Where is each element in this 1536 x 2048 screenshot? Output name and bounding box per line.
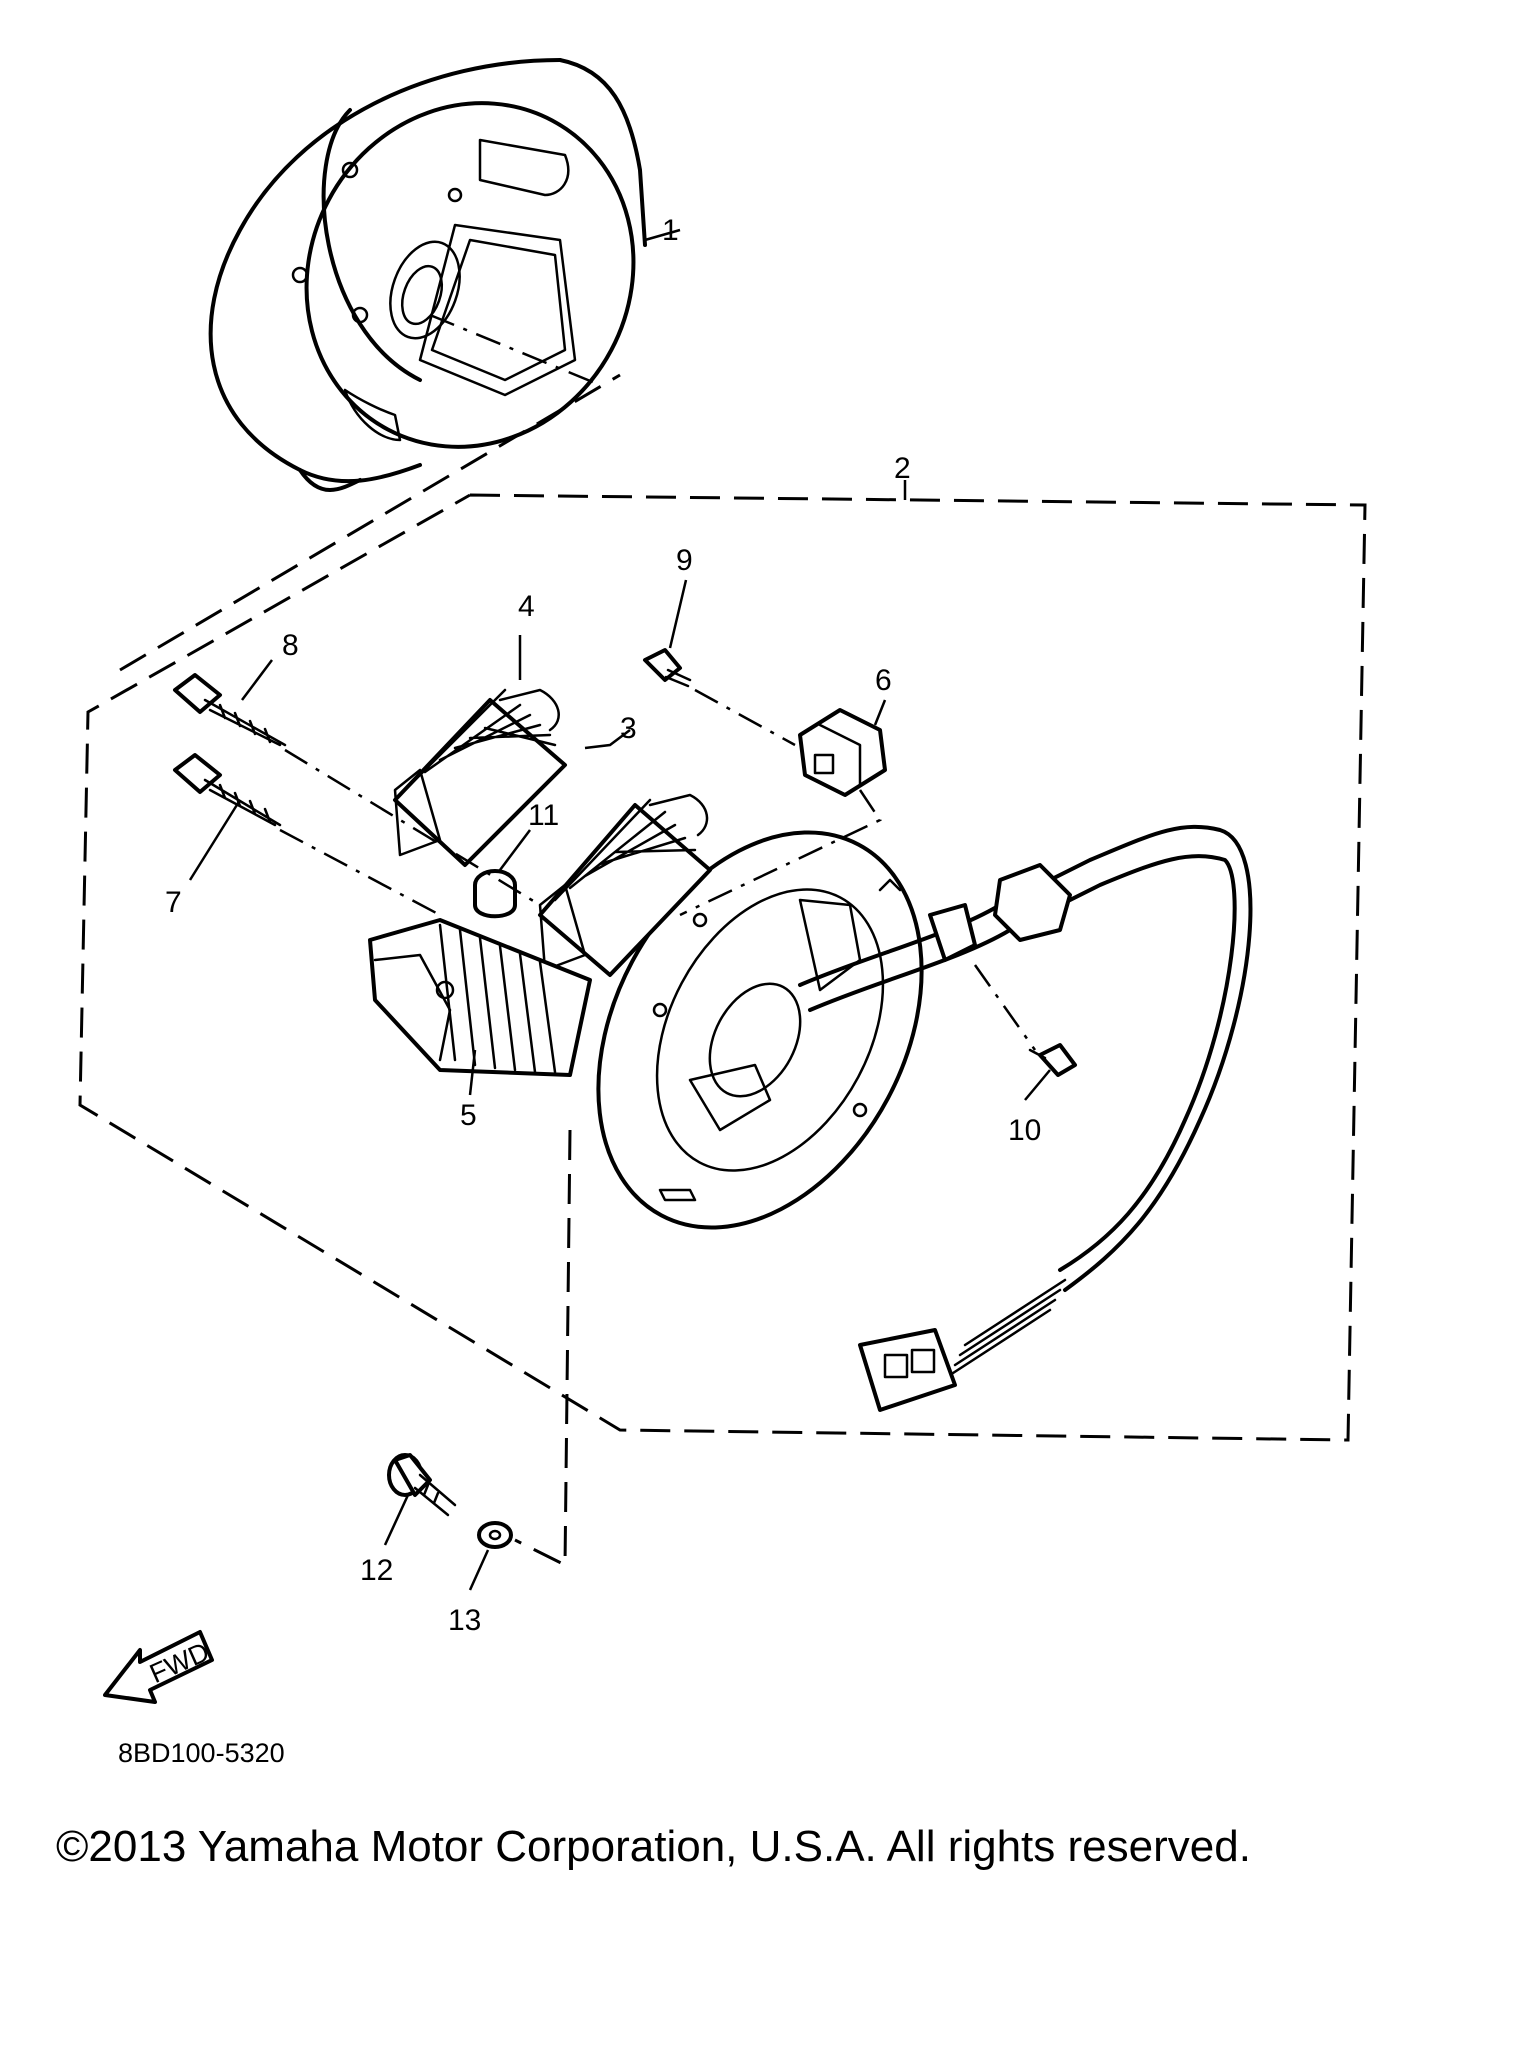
callout-8: 8: [282, 629, 299, 662]
callout-4: 4: [518, 590, 535, 623]
pickup-coil-6: [798, 708, 887, 797]
stator-plate: [596, 830, 924, 1230]
callout-13: 13: [448, 1604, 481, 1637]
callout-3: 3: [620, 712, 637, 745]
screw-8: [173, 673, 287, 747]
callout-2: 2: [894, 452, 911, 485]
callout-12: 12: [360, 1554, 393, 1587]
coil-5: [368, 918, 592, 1077]
callout-leaders: [188, 228, 1051, 1591]
callout-labels: 1 2 3 4 5 6 7 8 9 10 11 12 13: [165, 214, 1041, 1637]
forward-arrow-icon: FWD: [103, 1630, 214, 1704]
callout-6: 6: [875, 664, 892, 697]
copyright-notice: ©2013 Yamaha Motor Corporation, U.S.A. A…: [56, 1822, 1251, 1871]
callout-10: 10: [1008, 1114, 1041, 1147]
spacer-11: [473, 869, 517, 919]
screw-9: [643, 648, 692, 688]
callout-7: 7: [165, 886, 182, 919]
screw-10: [1028, 1043, 1077, 1077]
callout-1: 1: [662, 214, 679, 247]
washer-13: [477, 1521, 513, 1549]
coil-4: [393, 688, 567, 867]
screw-7: [173, 753, 282, 827]
bolt-12: [387, 1453, 457, 1517]
rotor-assembly: [208, 58, 647, 492]
stator-assembly-boundary: [78, 493, 1367, 1442]
callout-5: 5: [460, 1099, 477, 1132]
drawing-code: 8BD100-5320: [118, 1738, 285, 1768]
coil-3: [538, 793, 712, 977]
callout-9: 9: [676, 544, 693, 577]
callout-11: 11: [528, 799, 559, 832]
lead-wire: [798, 824, 1253, 1412]
